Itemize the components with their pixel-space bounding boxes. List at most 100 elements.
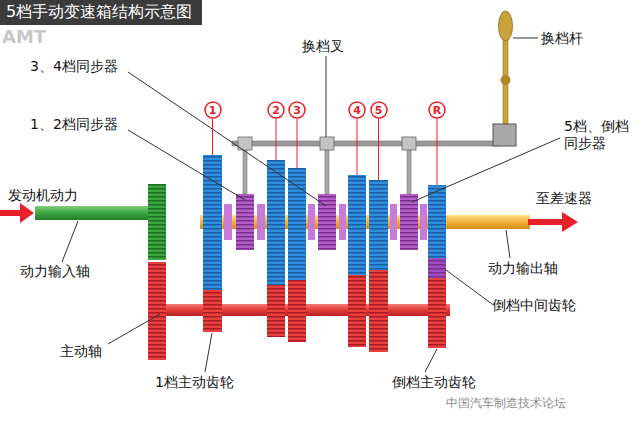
synchronizer-5-r <box>400 194 418 250</box>
power-arrow <box>0 210 22 216</box>
input-shaft <box>35 206 155 220</box>
part-label: 动力输出轴 <box>488 260 558 277</box>
part-label: 5档、倒档 同步器 <box>564 118 634 152</box>
lever-knob <box>499 11 513 41</box>
gear-teeth <box>148 262 166 360</box>
shift-rail <box>232 141 500 146</box>
diagram-title: 5档手动变速箱结构示意图 <box>6 2 192 23</box>
counter-gear-1 <box>203 290 222 332</box>
gear-teeth <box>369 270 388 352</box>
gear-1 <box>203 155 222 290</box>
callout-circle-outline <box>349 102 365 118</box>
callout-text: 1 <box>204 101 222 119</box>
counter-gear-4 <box>348 275 366 347</box>
shift-fork <box>407 146 411 194</box>
part-label: 动力输入轴 <box>20 263 90 280</box>
callout-circle-outline <box>289 102 305 118</box>
gear-teeth <box>428 278 446 348</box>
sync-ring <box>339 204 346 240</box>
callout-stem <box>357 119 358 175</box>
callout-circle-outline <box>371 102 387 118</box>
gear-teeth <box>428 185 446 258</box>
shift-fork <box>325 146 329 194</box>
watermark: AMT <box>2 26 46 48</box>
callout-number: 4 <box>348 101 366 119</box>
leader-line <box>513 38 538 39</box>
gear-4 <box>348 175 366 275</box>
leader-line <box>128 130 245 200</box>
leader-line <box>425 349 437 372</box>
callout-number: 1 <box>204 101 222 119</box>
counter-gear-5 <box>369 270 388 352</box>
callout-number: 5 <box>370 101 388 119</box>
callout-number: 3 <box>288 101 306 119</box>
lever-base <box>493 124 516 146</box>
gear-teeth <box>236 194 254 250</box>
fork-block <box>320 137 334 150</box>
callout-number: R <box>428 101 446 119</box>
callout-number: 2 <box>267 101 285 119</box>
leader-line <box>205 333 212 372</box>
input-gear <box>148 184 166 260</box>
part-label: 3、4档同步器 <box>30 58 118 75</box>
title-banner: 5档手动变速箱结构示意图 <box>0 0 202 25</box>
gear-3 <box>288 168 306 280</box>
gear-teeth <box>428 258 446 278</box>
flow-label: 发动机动力 <box>8 187 78 204</box>
callout-circle-outline <box>268 102 284 118</box>
output-arrow-head <box>562 212 578 232</box>
callout-stem <box>297 119 298 168</box>
gear-teeth <box>288 168 306 280</box>
gear-teeth <box>203 290 222 332</box>
fork-block <box>402 137 416 150</box>
callout-stem <box>437 119 438 185</box>
counter-gear-3 <box>288 280 306 342</box>
callout-text: 2 <box>267 101 285 119</box>
gear-teeth <box>348 275 366 347</box>
sync-ring <box>224 204 232 240</box>
reverse-idler-gear <box>428 258 446 278</box>
gear-5 <box>369 180 388 270</box>
gear-teeth <box>203 155 222 290</box>
power-arrow-head <box>20 203 34 223</box>
callout-text: 5 <box>370 101 388 119</box>
gear-teeth <box>400 194 418 250</box>
callout-circle-outline <box>429 102 445 118</box>
leader-line <box>506 230 510 258</box>
lever-pivot <box>501 75 511 85</box>
shift-fork <box>243 146 247 194</box>
part-label: 倒档中间齿轮 <box>492 297 576 314</box>
gear-teeth <box>267 285 285 337</box>
gear-teeth <box>267 160 285 285</box>
leader-lines <box>62 38 560 372</box>
part-label: 1档主动齿轮 <box>155 374 234 391</box>
part-label: 主动轴 <box>60 343 102 360</box>
part-label: 1、2档同步器 <box>30 116 118 133</box>
gear-teeth <box>348 175 366 275</box>
flow-label: 至差速器 <box>536 190 592 207</box>
leader-line <box>128 72 326 206</box>
gear-teeth <box>369 180 388 270</box>
callout-stem <box>212 119 213 155</box>
watermark: 中国汽车制造技术论坛 <box>446 395 566 412</box>
output-arrow <box>528 219 564 225</box>
gear-2 <box>267 160 285 285</box>
sync-ring <box>257 204 265 240</box>
sync-ring <box>308 204 315 240</box>
callout-stem <box>378 119 379 180</box>
counter-drive-gear <box>148 262 166 360</box>
leader-line <box>108 314 160 344</box>
gear-teeth <box>288 280 306 342</box>
sync-ring <box>420 204 427 240</box>
sync-ring <box>390 204 397 240</box>
leader-line <box>62 221 78 262</box>
part-label: 换档叉 <box>302 38 344 55</box>
gear-r <box>428 185 446 258</box>
callout-text: 3 <box>288 101 306 119</box>
counter-gear-r <box>428 278 446 348</box>
callout-text: R <box>428 101 446 119</box>
callout-text: 4 <box>348 101 366 119</box>
synchronizer-1-2 <box>236 194 254 250</box>
part-label: 换档杆 <box>541 30 583 47</box>
